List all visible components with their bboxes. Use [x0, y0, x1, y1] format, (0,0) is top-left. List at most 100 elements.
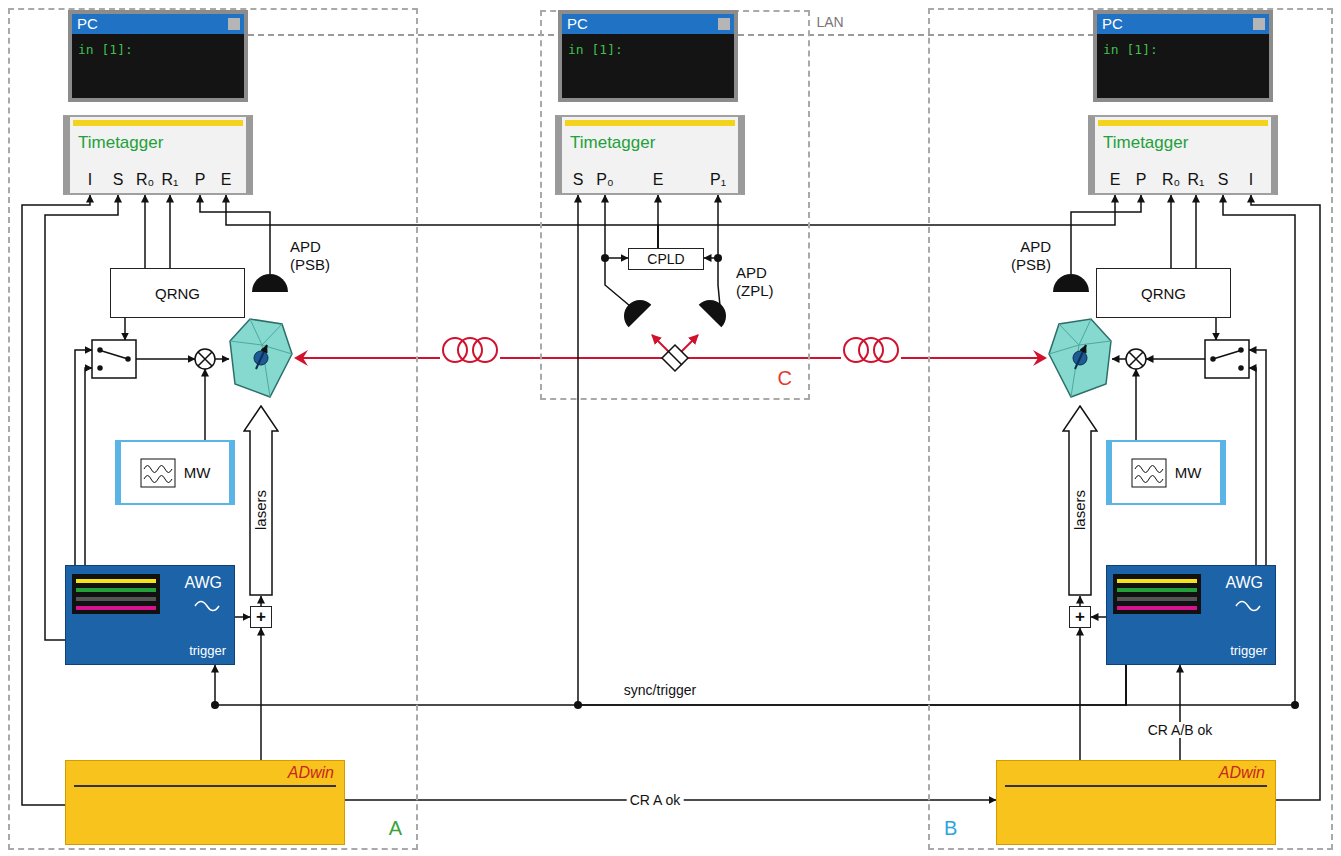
prompt-wrap: in [1]:	[568, 40, 623, 58]
apd-detector	[699, 293, 733, 327]
timetagger-title: Timetagger	[570, 133, 655, 152]
pin-label: P₁	[710, 171, 726, 188]
box-label: QRNG	[155, 285, 200, 302]
mw-label: MW	[1175, 464, 1202, 481]
adwin-box: ADwin	[996, 760, 1276, 845]
adder-label: +	[256, 608, 266, 626]
laser-label-wrap: lasers	[252, 490, 270, 530]
pin-wrap: P₀	[596, 171, 613, 189]
box-label: CPLD	[647, 251, 684, 267]
waveform-bar	[1117, 606, 1197, 610]
signal-connector	[1170, 195, 1172, 268]
signal-wire	[200, 195, 270, 274]
pc-title-wrap: PC	[1102, 15, 1123, 33]
waveform-bar	[76, 606, 156, 610]
awg-title: AWG	[1225, 574, 1263, 591]
adwin-title: ADwin	[1219, 764, 1265, 781]
signal-connector	[578, 195, 1126, 705]
sine-window	[1131, 458, 1167, 488]
region-label: A	[389, 817, 402, 839]
diamond-crystal	[1049, 319, 1111, 397]
status-strip	[565, 120, 735, 126]
pin-label: P	[1136, 171, 1147, 188]
apd-detector	[252, 274, 1089, 327]
awg-box: AWG trigger	[65, 565, 235, 665]
optical-fiber	[500, 357, 663, 359]
timetagger-title-wrap: Timetagger	[1103, 133, 1188, 153]
pin-label: R₀	[1162, 171, 1180, 188]
pin-label: I	[1249, 171, 1253, 188]
switch-symbol	[102, 351, 128, 359]
signal-connector	[144, 195, 146, 268]
title-rule	[74, 785, 336, 787]
junction-dot	[211, 254, 1299, 709]
prompt-wrap: in [1]:	[1103, 40, 1158, 58]
mixer-symbol	[195, 349, 215, 369]
lan-link	[248, 34, 558, 36]
pc-title: PC	[567, 15, 588, 32]
timetagger-title-wrap: Timetagger	[570, 133, 655, 153]
signal-wire	[605, 258, 630, 306]
waveform-bar	[76, 588, 156, 592]
optical-fiber	[300, 357, 440, 359]
apd-detector	[1053, 274, 1089, 292]
waveform-bar	[76, 579, 156, 583]
signal-connector	[1079, 628, 1081, 760]
pin-wrap: S	[573, 171, 584, 189]
optical-fiber	[874, 338, 898, 362]
signal-connector	[1251, 195, 1320, 800]
pin-wrap: S	[113, 171, 124, 189]
title-bar: PC	[562, 14, 734, 34]
signal-connector	[215, 665, 1126, 705]
pin-label: R₁	[1188, 171, 1205, 188]
timetagger-title: Timetagger	[78, 133, 163, 152]
title-bar: PC	[72, 14, 244, 34]
region-label: C	[778, 367, 792, 389]
sine-window	[140, 458, 176, 488]
title-bar: PC	[1097, 14, 1269, 34]
pc-title-wrap: PC	[567, 15, 588, 33]
mw-box: MW	[1106, 440, 1226, 505]
qrng-box: QRNG	[110, 268, 245, 318]
timetagger-title: Timetagger	[1103, 133, 1188, 152]
lasers-box: lasers	[243, 405, 279, 596]
region-label: B	[944, 817, 957, 839]
signal-connector	[22, 195, 90, 805]
fiber-coupler	[1033, 350, 1047, 366]
laser-arrow	[1063, 406, 1097, 595]
detector-label: APD (PSB)	[991, 238, 1051, 274]
pin-wrap: I	[1249, 171, 1253, 189]
signal-wire	[604, 195, 606, 258]
tt-box: TimetaggerSP₀EP₁	[555, 115, 745, 195]
signal-wire	[124, 318, 126, 340]
pin-label: S	[573, 171, 584, 188]
junction-dot	[714, 254, 722, 262]
signal-connector	[1179, 665, 1181, 760]
box-label: QRNG	[1141, 285, 1186, 302]
wave-icon	[194, 600, 220, 612]
awg-title: AWG	[184, 574, 222, 591]
prompt-text: in [1]:	[568, 42, 623, 57]
pin-wrap: E	[1110, 171, 1121, 189]
nv-spin	[1075, 345, 1086, 369]
pin-label: R₀	[136, 171, 154, 188]
junction-dot	[601, 254, 609, 262]
optical-fiber	[458, 338, 482, 362]
signal-connector	[658, 195, 1115, 248]
mw-label: MW	[184, 464, 211, 481]
apd-detector	[617, 293, 651, 327]
waveform-panel	[72, 574, 160, 614]
waveform-bar	[1117, 579, 1197, 583]
prompt-text: in [1]:	[78, 42, 133, 57]
optical-fiber	[901, 357, 1041, 359]
apd-detector	[252, 274, 288, 292]
awg-box: AWGtrigger	[1106, 565, 1276, 665]
laser-arrow	[244, 406, 278, 595]
timetagger-title-wrap: Timetagger	[78, 133, 163, 153]
trigger-label: trigger	[189, 643, 226, 658]
signal-wire	[717, 195, 719, 258]
diamond-crystal	[230, 319, 292, 397]
pc-box: PC in [1]:	[68, 10, 248, 102]
signal-connector	[260, 628, 262, 760]
connector-label: CR A ok	[627, 792, 684, 808]
